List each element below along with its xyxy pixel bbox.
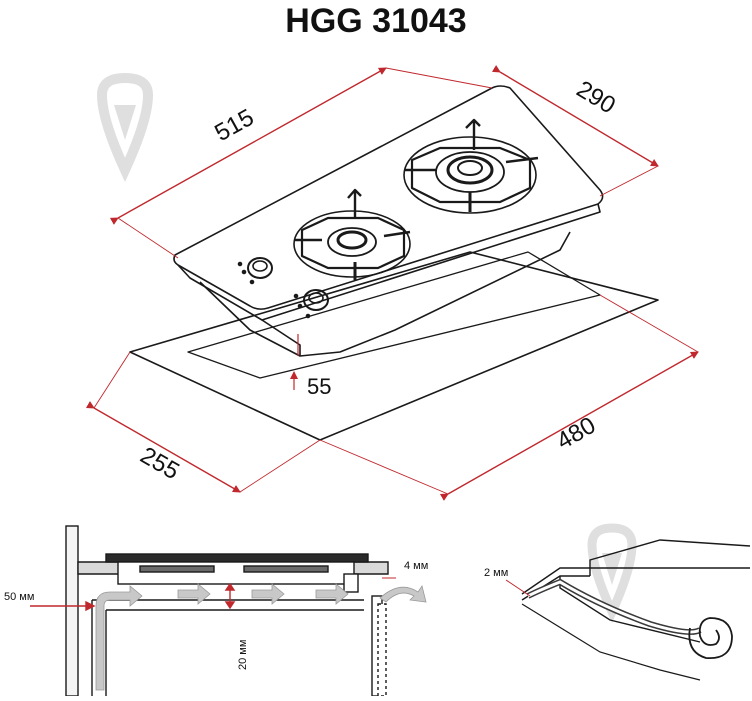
label-cutout-width: 480: [552, 412, 600, 455]
label-height: 55: [307, 374, 331, 399]
watermark-logo-top: [96, 72, 154, 182]
cutout-outline: [129, 251, 659, 441]
dim-line-width: [109, 67, 387, 225]
watermark-logo-bottom: [587, 523, 637, 623]
label-top-gap: 4 мм: [404, 560, 428, 572]
label-cutout-depth: 255: [136, 442, 184, 485]
dim-line-cutout-width: [439, 351, 699, 501]
knob-right: [293, 289, 329, 319]
label-width: 515: [210, 104, 258, 147]
side-wall: [65, 525, 79, 697]
dimension-lines: [85, 64, 699, 501]
hob-section: [105, 553, 369, 563]
seal-strip: [526, 578, 702, 635]
seal-roll: [688, 617, 733, 659]
hob-body: [199, 231, 571, 357]
gap-markers: [30, 577, 396, 612]
dim-line-cutout-depth: [85, 401, 241, 493]
installation-section: [65, 525, 389, 697]
cabinet: [91, 599, 364, 696]
label-bottom-gap: 20 мм: [237, 640, 249, 670]
label-seal: 2 мм: [484, 567, 508, 579]
hob-isometric: [129, 85, 659, 441]
label-depth: 290: [572, 76, 620, 120]
dim-line-depth: [491, 64, 659, 167]
seal-detail: [505, 539, 751, 681]
knob-left: [237, 257, 273, 285]
model-title: HGG 31043: [285, 2, 466, 40]
airflow-arrows: [95, 583, 427, 691]
label-side-gap: 50 мм: [4, 591, 34, 603]
